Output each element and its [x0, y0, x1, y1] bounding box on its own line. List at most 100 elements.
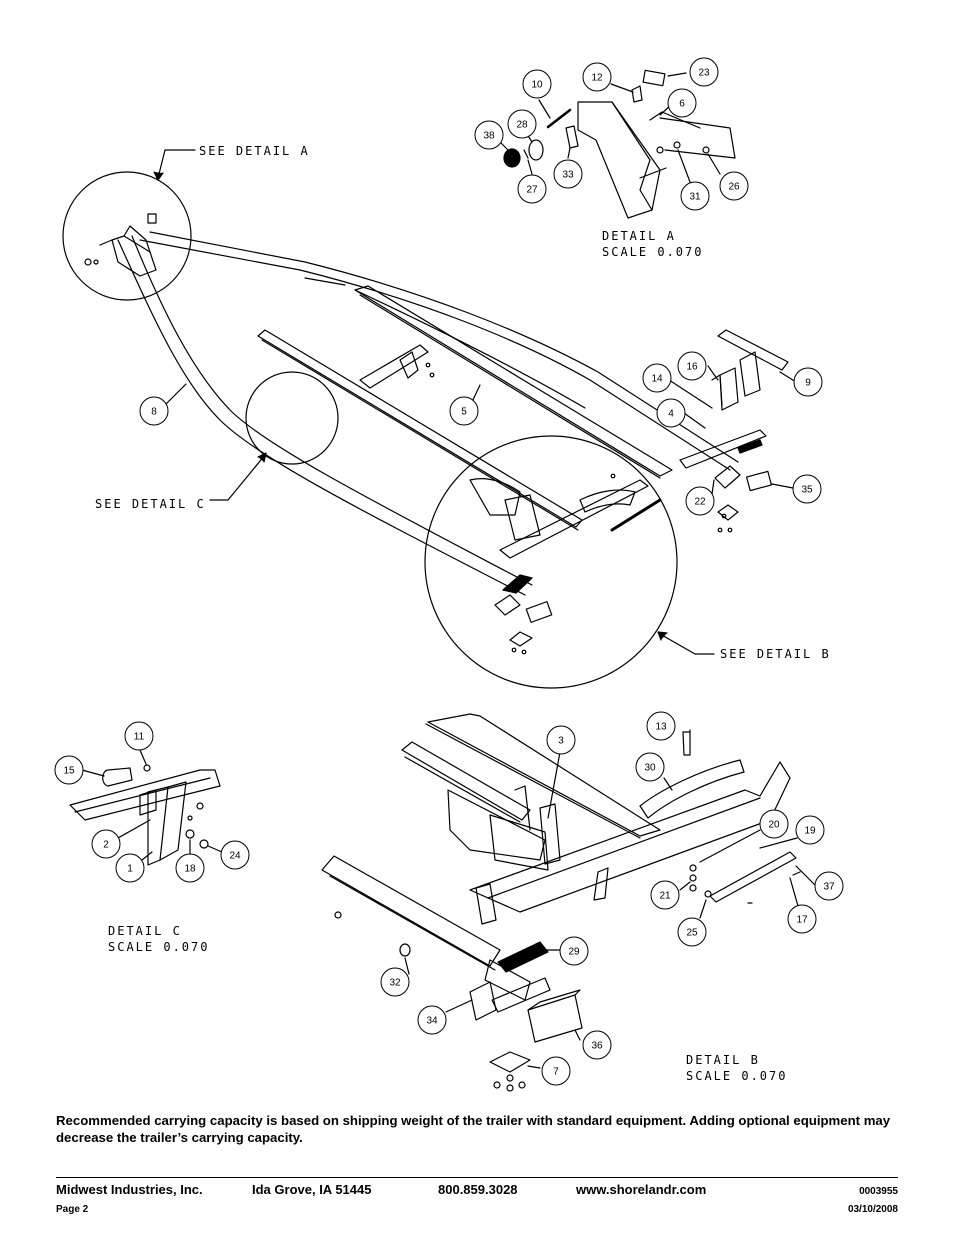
footer-website: www.shorelandr.com	[576, 1182, 707, 1197]
detail-c-circle	[245, 371, 339, 465]
callout-circle-38	[474, 120, 504, 150]
footer-date: 03/10/2008	[847, 1204, 898, 1215]
callout-circle-27	[517, 174, 547, 204]
callout-number-27: 27	[526, 185, 538, 196]
callout-circle-18	[175, 853, 205, 883]
callout-circle-28	[507, 109, 537, 139]
callout-number-5: 5	[461, 407, 467, 418]
callout-circle-22	[685, 486, 715, 516]
callout-number-35: 35	[801, 485, 813, 496]
bunk-board-cross	[257, 329, 583, 528]
callout-circle-32	[380, 967, 410, 997]
callout-circle-5	[449, 396, 479, 426]
callout-number-18: 18	[184, 864, 196, 875]
callout-number-13: 13	[655, 722, 667, 733]
callout-number-20: 20	[768, 820, 780, 831]
footer-phone: 800.859.3028	[438, 1182, 518, 1197]
callout-circle-34	[417, 1005, 447, 1035]
detail-c-drawing	[69, 749, 223, 866]
callout-circle-36	[582, 1030, 612, 1060]
detail-b-drawing	[321, 713, 817, 1092]
callout-circle-29	[559, 936, 589, 966]
callout-circle-6	[667, 88, 697, 118]
callout-number-23: 23	[698, 68, 710, 79]
callout-number-11: 11	[134, 732, 145, 743]
detail-c-title: DETAIL C	[108, 924, 182, 938]
callout-circle-12	[582, 62, 612, 92]
callout-circle-25	[677, 917, 707, 947]
callout-circle-9	[793, 367, 823, 397]
detail-c-scale: SCALE 0.070	[108, 940, 209, 954]
callout-number-22: 22	[694, 497, 706, 508]
footer-page: Page 2	[56, 1204, 89, 1215]
callout-number-33: 33	[562, 170, 574, 181]
callout-number-7: 7	[553, 1067, 559, 1078]
callout-number-31: 31	[689, 192, 701, 203]
callout-circle-33	[553, 159, 583, 189]
callout-number-9: 9	[805, 378, 811, 389]
callout-number-8: 8	[151, 407, 157, 418]
see-detail-b-label: SEE DETAIL B	[720, 647, 831, 661]
detail-a-scale: SCALE 0.070	[602, 245, 703, 259]
callout-number-6: 6	[679, 99, 685, 110]
see-detail-c-label: SEE DETAIL C	[95, 497, 206, 511]
callout-circle-30	[635, 752, 665, 782]
callout-circle-35	[792, 474, 822, 504]
callout-number-17: 17	[796, 915, 808, 926]
footer-rule	[56, 1177, 898, 1178]
callout-circle-14	[642, 363, 672, 393]
callout-number-24: 24	[229, 851, 241, 862]
callout-circle-20	[759, 809, 789, 839]
callout-number-30: 30	[644, 763, 656, 774]
callout-number-1: 1	[127, 864, 133, 875]
callout-number-3: 3	[558, 736, 564, 747]
footer-location: Ida Grove, IA 51445	[252, 1182, 372, 1197]
detail-labels: SEE DETAIL A SEE DETAIL C SEE DETAIL B D…	[95, 144, 831, 1083]
callout-circle-23	[689, 57, 719, 87]
callout-circle-1	[115, 853, 145, 883]
callout-circle-19	[795, 815, 825, 845]
detail-b-circle	[424, 435, 678, 689]
callout-number-25: 25	[686, 928, 698, 939]
callout-circle-37	[814, 871, 844, 901]
frame-rail-right	[139, 239, 731, 471]
detail-a-title: DETAIL A	[602, 229, 676, 243]
parts-assembly-drawing: 1012236283833273126851416942235111521182…	[54, 57, 844, 1092]
detail-a-drawing	[499, 69, 736, 219]
callout-circle-7	[541, 1056, 571, 1086]
callout-number-29: 29	[568, 947, 580, 958]
callout-number-37: 37	[823, 882, 835, 893]
detail-a-circle	[62, 171, 192, 301]
callout-number-36: 36	[591, 1041, 603, 1052]
callout-number-10: 10	[531, 80, 543, 91]
callout-circle-11	[124, 721, 154, 751]
detail-b-title: DETAIL B	[686, 1053, 760, 1067]
callout-circle-3	[546, 725, 576, 755]
callout-circle-24	[220, 840, 250, 870]
see-detail-a-label: SEE DETAIL A	[199, 144, 310, 158]
callout-number-19: 19	[804, 826, 816, 837]
callout-number-38: 38	[483, 131, 495, 142]
callout-number-2: 2	[103, 840, 109, 851]
callout-number-4: 4	[668, 409, 674, 420]
callout-circle-15	[54, 755, 84, 785]
callout-circle-8	[139, 396, 169, 426]
callout-number-15: 15	[63, 766, 75, 777]
callout-circle-13	[646, 711, 676, 741]
rear-bunk-bracket	[717, 329, 789, 371]
callout-circle-21	[650, 880, 680, 910]
main-frame-assembly	[62, 149, 797, 689]
callout-circle-4	[656, 398, 686, 428]
callout-number-34: 34	[426, 1016, 438, 1027]
callout-number-28: 28	[516, 120, 528, 131]
callout-number-12: 12	[591, 73, 603, 84]
callout-number-32: 32	[389, 978, 401, 989]
callout-number-14: 14	[651, 374, 663, 385]
callout-circle-10	[522, 69, 552, 99]
footer-doc-number: 0003955	[859, 1186, 898, 1197]
callout-number-26: 26	[728, 182, 740, 193]
callout-circle-16	[677, 351, 707, 381]
callout-number-21: 21	[659, 891, 671, 902]
callout-circle-2	[91, 829, 121, 859]
